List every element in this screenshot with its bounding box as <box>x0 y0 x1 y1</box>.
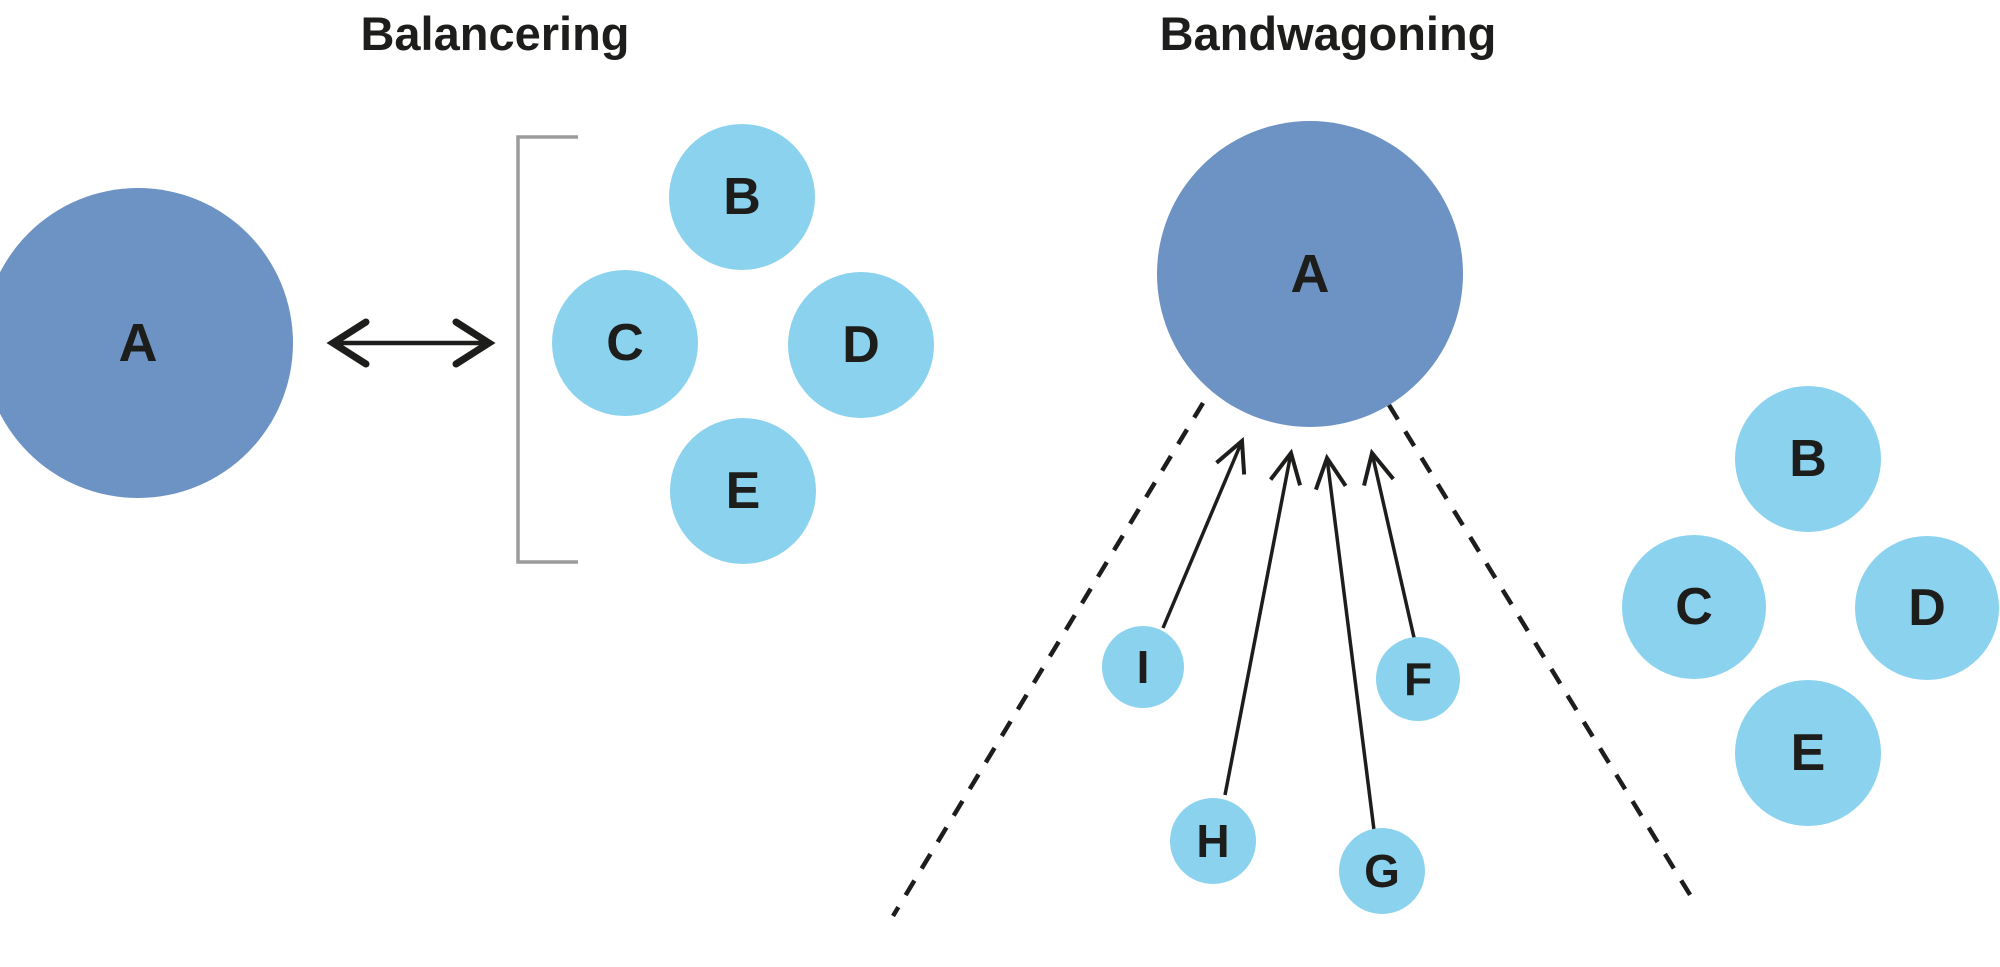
balancing-coalition-state-b-circle: B <box>669 124 815 270</box>
arrow-f-to-a <box>1362 448 1417 643</box>
bandwagoning-coalition-state-e-circle: E <box>1735 680 1881 826</box>
bandwagoning-coalition-state-c-circle: C <box>1622 535 1766 679</box>
bandwagoner-state-g-label: G <box>1364 845 1400 897</box>
balancing-title: Balancering <box>360 7 630 60</box>
balancing-coalition-state-d-circle: D <box>788 272 934 418</box>
double-headed-arrow-icon <box>326 318 496 368</box>
dashed-boundary-left <box>891 401 1205 918</box>
dashed-boundary-right <box>1387 403 1694 900</box>
bandwagoner-state-f-label: F <box>1403 653 1433 705</box>
bandwagoning-state-d-label: D <box>1908 579 1946 637</box>
balancing-state-c-label: C <box>606 314 644 372</box>
balancing-state-b-label: B <box>723 168 761 226</box>
balancing-state-a-circle: A <box>0 188 293 498</box>
bandwagoning-state-e-label: E <box>1790 724 1826 782</box>
bandwagoning-state-a-circle: A <box>1157 121 1463 427</box>
bandwagoning-state-b-label: B <box>1789 430 1827 488</box>
bandwagoning-state-a-label: A <box>1290 244 1330 304</box>
balancing-state-d-label: D <box>842 316 880 374</box>
balancing-coalition-state-e-circle: E <box>670 418 816 564</box>
bandwagoning-coalition-state-b-circle: B <box>1735 386 1881 532</box>
bandwagoner-state-h-circle: H <box>1170 798 1256 884</box>
arrow-i-to-a <box>1161 436 1247 629</box>
arrow-h-to-a <box>1223 448 1302 796</box>
bandwagoner-state-i-circle: I <box>1102 626 1184 708</box>
coalition-bracket <box>516 135 578 564</box>
balancing-state-a-label: A <box>118 313 158 373</box>
bandwagoning-state-c-label: C <box>1675 578 1713 636</box>
bandwagoner-state-i-label: I <box>1136 641 1150 693</box>
bandwagoning-title: Bandwagoning <box>1159 7 1497 60</box>
bandwagoner-state-g-circle: G <box>1339 828 1425 914</box>
bandwagoning-coalition-state-d-circle: D <box>1855 536 1999 680</box>
balancing-state-e-label: E <box>725 462 761 520</box>
bandwagoner-state-h-label: H <box>1196 815 1230 867</box>
arrow-g-to-a <box>1313 453 1376 831</box>
bandwagoner-state-f-circle: F <box>1376 637 1460 721</box>
balancing-coalition-state-c-circle: C <box>552 270 698 416</box>
